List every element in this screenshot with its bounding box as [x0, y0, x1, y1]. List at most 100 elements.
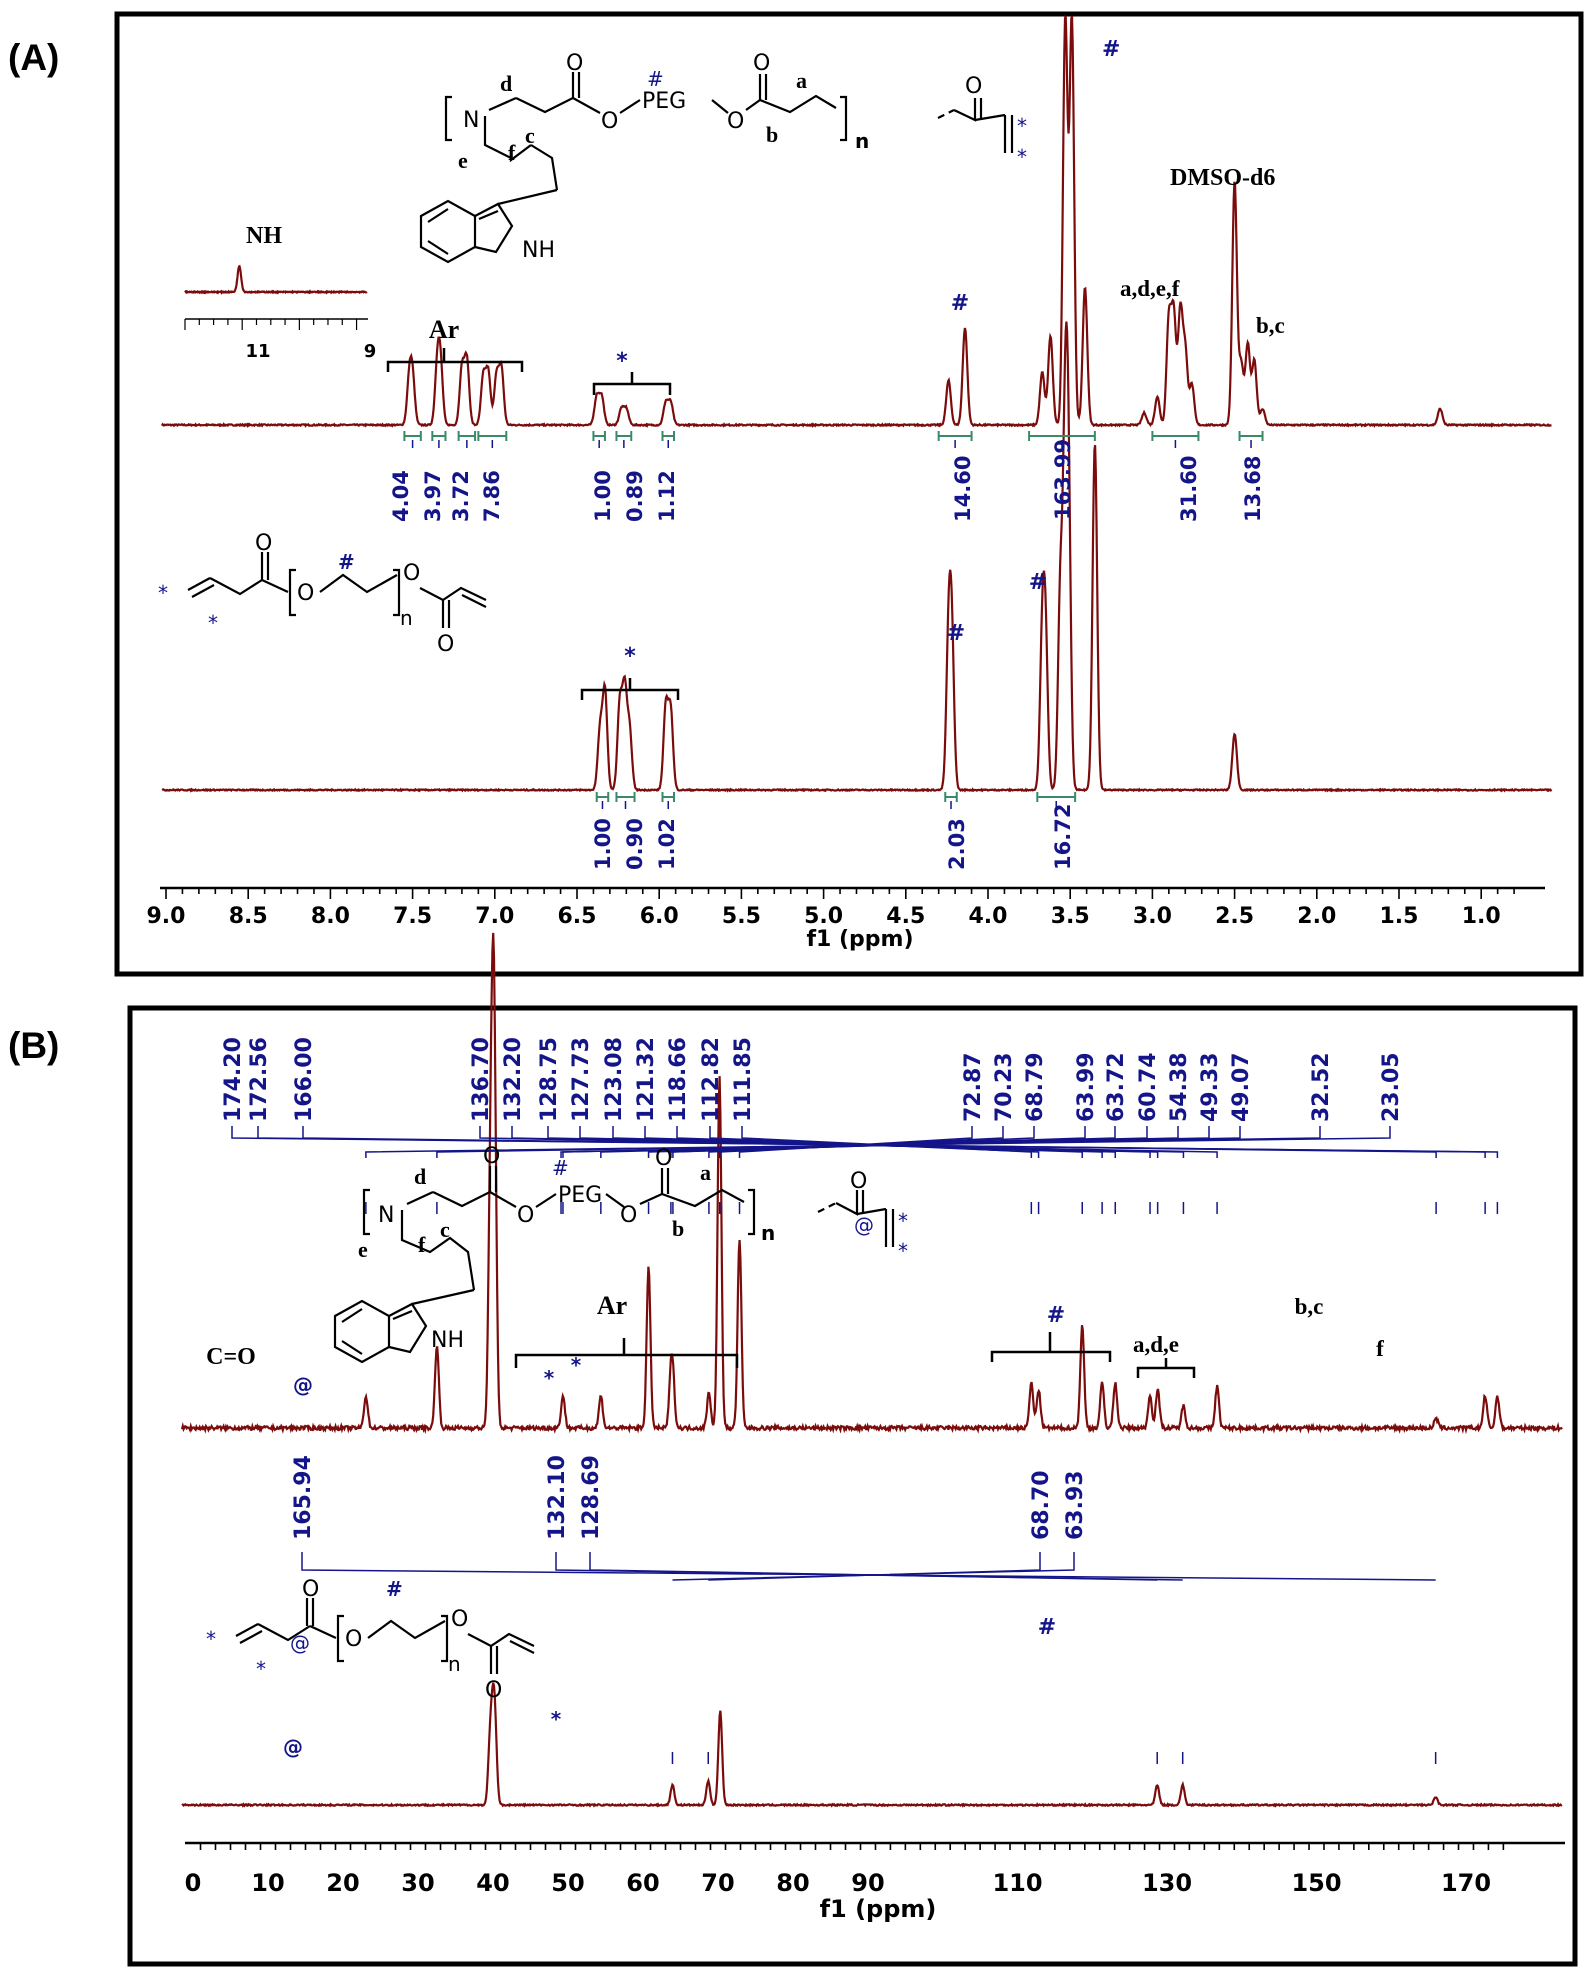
panel-a-label: (A): [8, 37, 59, 78]
integral-value-top: 3.97: [421, 470, 445, 522]
b-pegda-hash: #: [386, 1577, 403, 1601]
a-struct-letter-c: c: [525, 123, 535, 148]
b-peak-label-top: 23.05: [1379, 1052, 1404, 1122]
b-peak-leader-bottom: [589, 1552, 1158, 1581]
b-peak-label-top: 49.07: [1229, 1052, 1254, 1122]
panel-b-bottom-spectrum: [181, 1682, 1563, 1808]
a-axis-tick-label: 4.0: [969, 904, 1008, 929]
a-vinyl-bracket-top: [592, 372, 672, 395]
a-star-vinyl-top: *: [616, 349, 628, 374]
integral-bracket: [431, 431, 447, 441]
b-axis-tick-label: 0: [185, 1869, 202, 1897]
b-f-label: f: [1376, 1336, 1384, 1361]
a-axis-tick-label: 1.0: [1462, 904, 1501, 929]
a-axis-tick-label: 8.0: [311, 904, 350, 929]
panel-b-top-trace: [180, 932, 1563, 1435]
integral-value-top: 4.04: [389, 470, 413, 522]
b-axis-tick-label: 60: [626, 1869, 659, 1897]
b-struct-letter-b: b: [672, 1216, 684, 1241]
b-peak-leader: [257, 1126, 1486, 1158]
b-peak-label-bottom: 68.70: [1029, 1470, 1054, 1540]
integral-bracket: [1028, 431, 1096, 441]
panel-a-bottom-trace: [161, 321, 1553, 793]
panel-a-bottom-spectrum: [161, 321, 1553, 793]
b-peak-label-top: 136.70: [469, 1037, 494, 1122]
b-pegda-n: n: [448, 1652, 461, 1676]
a-vinyl-bracket-bottom: [580, 678, 680, 700]
panel-a-x-label: f1 (ppm): [806, 927, 913, 952]
b-peak-label-bottom: 132.10: [545, 1455, 570, 1540]
b-axis-tick-label: 110: [992, 1869, 1042, 1897]
a-axis-tick-label: 5.0: [804, 904, 843, 929]
a-struct-letter-f: f: [508, 140, 516, 165]
b-struct-o3: O: [620, 1203, 637, 1228]
b-axis-tick-label: 90: [851, 1869, 884, 1897]
a-axis-tick-label: 3.0: [1133, 904, 1172, 929]
panel-a-nh-inset: NH 11 9: [184, 223, 377, 362]
integral-bracket: [457, 431, 477, 441]
a-struct-o4: O: [753, 51, 770, 76]
b-pegda-o-top: O: [302, 1577, 319, 1602]
nh-inset-tick-11: 11: [245, 341, 270, 362]
panel-a-top-spectrum: [161, 15, 1552, 429]
b-acryl-star2: *: [898, 1239, 908, 1263]
integral-bracket: [1036, 792, 1077, 802]
b-peak-label-top: 49.33: [1198, 1052, 1223, 1122]
integral-value-bottom: 1.00: [591, 818, 615, 870]
b-struct-n-atom: N: [378, 1203, 394, 1228]
a-struct-hash: #: [647, 67, 664, 91]
nh-inset-tick-9: 9: [364, 341, 377, 362]
b-axis-tick-label: 80: [776, 1869, 809, 1897]
integral-bracket: [592, 431, 606, 441]
b-struct-o1: O: [483, 1144, 500, 1169]
integral-value-top: 163.99: [1051, 439, 1075, 520]
panel-b-top-spectrum: [180, 932, 1563, 1435]
integral-bracket: [595, 792, 610, 802]
integral-value-bottom: 16.72: [1051, 804, 1075, 870]
b-struct-letter-d: d: [414, 1164, 426, 1189]
a-ar-label: Ar: [429, 315, 459, 344]
panel-b-bottom-structure: O O O O n # @ * *: [206, 1577, 535, 1703]
b-peak-label-top: 127.73: [569, 1037, 594, 1122]
b-peak-label-top: 166.00: [292, 1037, 317, 1122]
b-peak-label-top: 63.99: [1074, 1052, 1099, 1122]
b-axis-tick-label: 170: [1441, 1869, 1491, 1897]
a-axis-tick-label: 8.5: [229, 904, 268, 929]
integral-value-top: 3.72: [449, 470, 473, 522]
a-axis-tick-label: 9.0: [147, 904, 186, 929]
a-struct-letter-a: a: [796, 68, 807, 93]
b-struct-o2: O: [517, 1203, 534, 1228]
b-peak-label-bottom: 165.94: [291, 1455, 316, 1540]
a-pegda-hash: #: [338, 550, 355, 574]
a-pegda-o1: O: [297, 581, 314, 606]
a-axis-tick-label: 5.5: [722, 904, 761, 929]
a-axis-tick-label: 3.5: [1051, 904, 1090, 929]
integral-value-top: 14.60: [951, 456, 975, 522]
a-axis-tick-label: 6.0: [640, 904, 679, 929]
a-struct-n-atom: N: [463, 108, 479, 133]
a-hash-peg-top: #: [1102, 37, 1120, 62]
integral-value-top: 7.86: [480, 470, 504, 522]
nh-inset-trace: [184, 264, 368, 295]
a-acryl-star1: *: [1017, 114, 1027, 138]
a-hash-bottom-4p2: #: [947, 621, 965, 646]
b-co-label: C=O: [206, 1344, 256, 1370]
b-peak-leader-bottom: [672, 1552, 1075, 1581]
b-struct-n-subscript: n: [761, 1221, 775, 1245]
b-acryl-o: O: [850, 1169, 867, 1194]
b-acryl-at: @: [854, 1213, 874, 1237]
panel-b-annotations: C=O @ Ar * * # a,d,e b,c f # @ *: [206, 1291, 1384, 1759]
b-pegda-star2: *: [256, 1657, 266, 1681]
b-axis-tick-label: 150: [1291, 1869, 1341, 1897]
panel-a-top-structure: d c a b e f n N O O PEG # O O NH O * *: [419, 51, 1027, 264]
b-peak-label-top: 128.75: [537, 1037, 562, 1122]
b-struct-nh: NH: [431, 1328, 464, 1353]
panel-b-top-structure: d c a b e f n N O O PEG # O O NH O @ * *: [333, 1144, 908, 1364]
b-pegda-o1: O: [345, 1627, 362, 1652]
b-axis-tick-label: 70: [701, 1869, 734, 1897]
